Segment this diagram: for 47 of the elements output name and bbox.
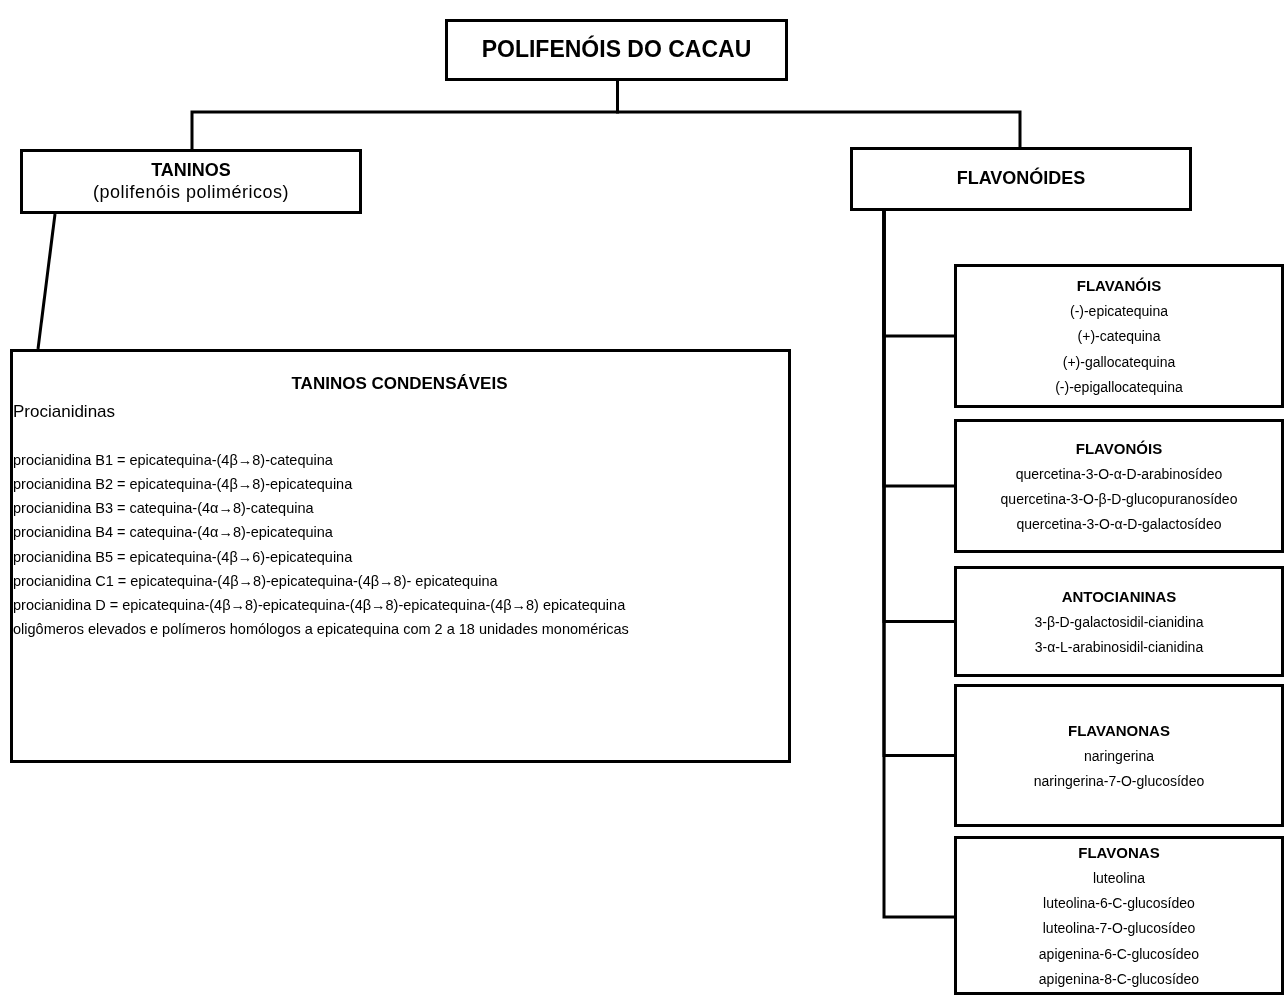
box-heading: FLAVANONAS (1068, 720, 1170, 741)
box-text: naringerina (1083, 746, 1155, 766)
box-text: 3-β-D-galactosidil-cianidina (1034, 612, 1204, 632)
box-text: luteolina-7-O-glucosídeo (1042, 919, 1196, 939)
box-text: oligômeros elevados e polímeros homólogos a epicatequina com 2 a 18 unidades monoméricas (13, 622, 630, 638)
box-heading: TANINOS CONDENSÁVEIS (290, 374, 509, 395)
box-text: procianidina B5 = epicatequina-(4β→6)-epicatequina (13, 549, 354, 565)
box-heading: POLIFENÓIS DO CACAU (481, 36, 752, 64)
box-heading: FLAVONÓIDES (956, 168, 1086, 190)
box-text: 3-α-L-arabinosidil-cianidina (1034, 638, 1204, 657)
connector-line (616, 81, 1022, 147)
box-text: (+)-catequina (1077, 327, 1161, 347)
box-text: Procianidinas (13, 402, 117, 423)
class-box (954, 419, 1284, 553)
box-text: procianidina B1 = epicatequina-(4β→8)-catequina (13, 452, 334, 468)
box-text: procianidina C1 = epicatequina-(4β→8)-epicatequina-(4β→8)- epicatequina (13, 573, 499, 590)
title-box (445, 19, 788, 81)
box-text: (+)-gallocatequina (1062, 352, 1176, 372)
box-text: (-)-epigallocatequina (1055, 377, 1183, 397)
class-box (954, 836, 1284, 995)
box-text: procianidina B3 = catequina-(4α→8)-catequina (13, 501, 315, 517)
box-text: procianidina B2 = epicatequina-(4β→8)-epicatequina (13, 477, 354, 493)
box-heading: ANTOCIANINAS (1061, 586, 1177, 607)
connector-line (882, 211, 954, 919)
category-box (20, 149, 362, 214)
box-text: quercetina-3-O-α-D-galactosídeo (1016, 515, 1222, 535)
category-box (850, 147, 1192, 211)
box-text: apigenina-8-C-glucosídeo (1038, 969, 1200, 989)
box-text: naringerina-7-O-glucosídeo (1033, 772, 1205, 791)
box-text: procianidina B4 = catequina-(4α→8)-epicatequina (13, 525, 334, 541)
box-text: quercetina-3-O-β-D-glucopuranosídeo (1000, 489, 1238, 509)
box-text: (-)-epicatequina (1069, 302, 1169, 322)
box-heading: FLAVANÓIS (1076, 276, 1162, 297)
class-box (954, 264, 1284, 408)
class-box (954, 566, 1284, 677)
box-text: quercetina-3-O-α-D-arabinosídeo (1015, 464, 1223, 484)
group-box (10, 349, 791, 763)
connector-line (36, 213, 57, 350)
box-text: apigenina-6-C-glucosídeo (1038, 944, 1200, 964)
box-text: (polifenóis poliméricos) (92, 181, 290, 204)
box-heading: FLAVONÓIS (1075, 438, 1163, 459)
box-text: luteolina-6-C-glucosídeo (1043, 894, 1195, 914)
box-text: luteolina (1092, 869, 1146, 889)
box-text: procianidina D = epicatequina-(4β→8)-epicatequina-(4β→8)-epicatequina-(4β→8) epicatequina (13, 598, 627, 614)
class-box (954, 684, 1284, 827)
box-heading: FLAVONAS (1078, 843, 1160, 864)
box-heading: TANINOS (151, 159, 231, 182)
